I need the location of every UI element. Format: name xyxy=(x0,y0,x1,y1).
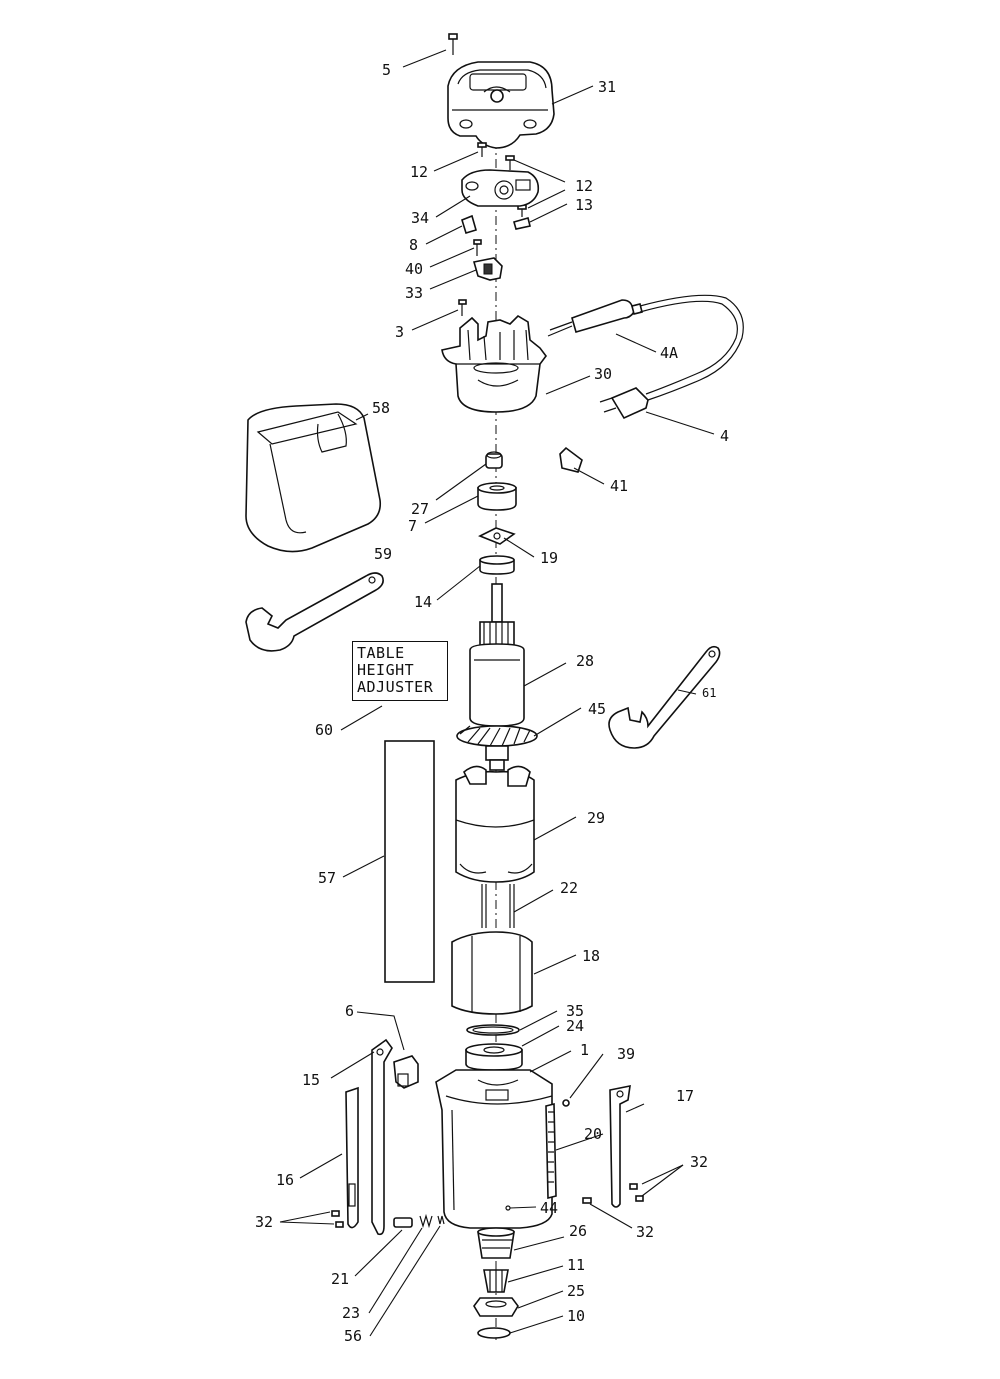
label-32-bottom: 32 xyxy=(636,1223,654,1241)
part-31-motor-cap xyxy=(447,61,555,149)
label-20: 20 xyxy=(584,1125,602,1143)
label-7: 7 xyxy=(408,517,417,535)
label-15: 15 xyxy=(302,1071,320,1089)
part-35-24-rings xyxy=(465,1024,523,1071)
label-5: 5 xyxy=(382,61,391,79)
label-11: 11 xyxy=(567,1256,585,1274)
part-40-screw xyxy=(473,239,482,256)
label-19: 19 xyxy=(540,549,558,567)
part-15-lever xyxy=(371,1038,393,1236)
label-4a: 4A xyxy=(660,344,678,362)
part-58-case xyxy=(245,403,382,553)
label-29: 29 xyxy=(587,809,605,827)
label-4: 4 xyxy=(720,427,729,445)
label-28: 28 xyxy=(576,652,594,670)
label-13: 13 xyxy=(575,196,593,214)
label-21: 21 xyxy=(331,1270,349,1288)
leader-lines xyxy=(279,49,715,1337)
part-18-baffle xyxy=(451,931,533,1015)
part-12-screws xyxy=(477,142,527,217)
part-22-screws xyxy=(481,884,515,928)
label-60: 60 xyxy=(315,721,333,739)
part-6-switch xyxy=(393,1055,419,1089)
label-39: 39 xyxy=(617,1045,635,1063)
part-16-strap xyxy=(345,1086,359,1229)
part-39-screw xyxy=(562,1099,570,1107)
part-29-field xyxy=(455,765,535,883)
label-35: 35 xyxy=(566,1002,584,1020)
label-58: 58 xyxy=(372,399,390,417)
label-16: 16 xyxy=(276,1171,294,1189)
label-10: 10 xyxy=(567,1307,585,1325)
part-59-wrench xyxy=(245,572,384,652)
part-23-spring xyxy=(419,1213,433,1229)
label-32-left: 32 xyxy=(255,1213,273,1231)
part-57-rectangle xyxy=(384,740,435,983)
part-33-clamp xyxy=(472,257,503,281)
part-5-screw xyxy=(448,33,458,55)
label-22: 22 xyxy=(560,879,578,897)
label-56: 56 xyxy=(344,1327,362,1345)
label-23: 23 xyxy=(342,1304,360,1322)
part-28-armature xyxy=(469,583,525,727)
part-4-cord xyxy=(547,294,744,420)
label-12-right: 12 xyxy=(575,177,593,195)
label-33: 33 xyxy=(405,284,423,302)
label-8: 8 xyxy=(409,236,418,254)
part-8-block xyxy=(461,214,477,234)
label-59: 59 xyxy=(374,545,392,563)
part-20-strip xyxy=(545,1102,557,1200)
label-27: 27 xyxy=(411,500,429,518)
box-line-3: ADJUSTER xyxy=(357,678,434,696)
part-7-bearing xyxy=(477,482,517,511)
part-45-fan xyxy=(456,725,538,771)
part-27-bushing xyxy=(485,451,503,469)
box-line-1: TABLE xyxy=(357,644,405,662)
part-17-strap xyxy=(609,1084,631,1208)
label-24: 24 xyxy=(566,1017,584,1035)
part-1-base xyxy=(435,1069,553,1229)
part-30-housing-top xyxy=(441,314,547,413)
label-12: 12 xyxy=(410,163,428,181)
part-61-wrench xyxy=(608,645,721,749)
part-19-washer xyxy=(478,527,516,545)
part-32-screws xyxy=(331,1183,644,1228)
part-26-collet-sleeve xyxy=(477,1227,515,1259)
part-25-nut xyxy=(473,1297,519,1317)
label-31: 31 xyxy=(598,78,616,96)
part-3-screw xyxy=(458,299,467,316)
label-25: 25 xyxy=(567,1282,585,1300)
part-10-ring xyxy=(477,1327,511,1339)
label-26: 26 xyxy=(569,1222,587,1240)
label-44: 44 xyxy=(540,1199,558,1217)
part-14-bearing xyxy=(479,555,515,575)
part-labels: 5 31 12 12 13 34 8 40 33 3 4A 30 4 58 41… xyxy=(255,61,729,1345)
part-11-collet xyxy=(483,1269,509,1293)
label-57: 57 xyxy=(318,869,336,887)
box-line-2: HEIGHT xyxy=(357,661,415,679)
part-41-wire-nut xyxy=(559,446,583,473)
label-3: 3 xyxy=(395,323,404,341)
label-6: 6 xyxy=(345,1002,354,1020)
part-56-spring xyxy=(437,1215,445,1225)
label-40: 40 xyxy=(405,260,423,278)
label-61: 61 xyxy=(702,686,716,700)
part-34-switch-plate xyxy=(461,169,540,207)
label-41: 41 xyxy=(610,477,628,495)
table-height-adjuster-box: TABLE HEIGHT ADJUSTER xyxy=(352,641,448,701)
label-32-right: 32 xyxy=(690,1153,708,1171)
label-45: 45 xyxy=(588,700,606,718)
label-17: 17 xyxy=(676,1087,694,1105)
label-34: 34 xyxy=(411,209,429,227)
label-30: 30 xyxy=(594,365,612,383)
label-1: 1 xyxy=(580,1041,589,1059)
label-18: 18 xyxy=(582,947,600,965)
part-21-pin xyxy=(393,1217,413,1228)
part-13-clip xyxy=(513,217,531,230)
label-14: 14 xyxy=(414,593,432,611)
